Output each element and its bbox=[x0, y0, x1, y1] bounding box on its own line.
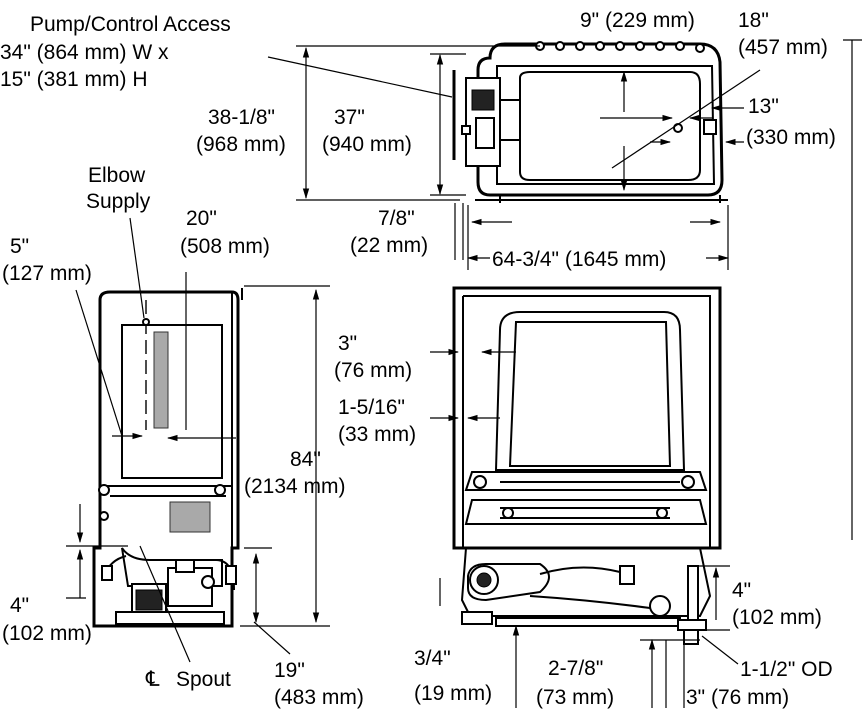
label-h-37-a: 37" bbox=[334, 106, 365, 129]
label-d-9: 9" (229 mm) bbox=[580, 9, 695, 32]
label-d-112: 1-1/2" OD bbox=[740, 658, 833, 681]
label-d-18-a: 18" bbox=[738, 9, 769, 32]
label-pump-access-2: 34" (864 mm) W x bbox=[0, 41, 169, 64]
front-elevation-view bbox=[430, 286, 739, 708]
pump-access-panel bbox=[169, 501, 211, 533]
drain-front bbox=[677, 565, 707, 645]
front-backrest bbox=[494, 311, 686, 471]
label-d-4r-a: 4" bbox=[732, 579, 751, 602]
label-d-20-a: 20" bbox=[186, 207, 217, 230]
tub-outline-top bbox=[476, 42, 724, 197]
label-d-4l-a: 4" bbox=[10, 594, 29, 617]
label-d-1516-b: (33 mm) bbox=[338, 423, 416, 446]
elbow-supply-zone bbox=[153, 331, 169, 429]
jets-top-row bbox=[535, 41, 705, 53]
label-d-20-b: (508 mm) bbox=[180, 235, 270, 258]
label-d-13-a: 13" bbox=[748, 95, 779, 118]
label-d-7-8-b: (22 mm) bbox=[350, 234, 428, 257]
label-d-3bot: 3" (76 mm) bbox=[686, 686, 789, 709]
label-d-13-b: (330 mm) bbox=[746, 126, 836, 149]
label-d-7-8-a: 7/8" bbox=[378, 207, 415, 230]
label-elbow-1: Elbow bbox=[88, 164, 146, 187]
pump-cluster-top bbox=[461, 77, 520, 167]
side-elevation-view bbox=[66, 217, 330, 663]
front-frame bbox=[452, 286, 722, 550]
label-pump-access-1: Pump/Control Access bbox=[30, 13, 231, 36]
label-d-84-a: 84" bbox=[290, 448, 321, 471]
top-plan-view bbox=[267, 39, 862, 540]
label-h-38-b: (968 mm) bbox=[196, 133, 286, 156]
label-d-19-b: (483 mm) bbox=[274, 686, 364, 709]
label-d-3-b: (76 mm) bbox=[334, 359, 412, 382]
label-d-278-a: 2-7/8" bbox=[548, 657, 603, 680]
label-d-19-a: 19" bbox=[274, 659, 305, 682]
tub-basin-top bbox=[519, 71, 701, 181]
label-d-64: 64-3/4" (1645 mm) bbox=[492, 248, 666, 271]
label-d-4r-b: (102 mm) bbox=[732, 606, 822, 629]
label-d-84-b: (2134 mm) bbox=[244, 475, 346, 498]
pump-assembly-front bbox=[461, 563, 681, 627]
label-d-3-a: 3" bbox=[338, 332, 357, 355]
label-d-1516-a: 1-5/16" bbox=[338, 396, 405, 419]
dimension-labels: Pump/Control Access 34" (864 mm) W x 15"… bbox=[0, 9, 836, 709]
pump-assembly-side bbox=[101, 547, 237, 625]
side-outline bbox=[92, 290, 240, 628]
label-pump-access-3: 15" (381 mm) H bbox=[0, 68, 148, 91]
label-d-18-b: (457 mm) bbox=[738, 36, 828, 59]
label-d-34-a: 3/4" bbox=[414, 647, 451, 670]
label-d-278-b: (73 mm) bbox=[536, 686, 614, 709]
label-d-5-a: 5" bbox=[10, 235, 29, 258]
label-elbow-2: Supply bbox=[86, 190, 151, 213]
label-d-4l-b: (102 mm) bbox=[2, 622, 92, 645]
label-spout-symbol: ℄ bbox=[145, 668, 160, 691]
label-d-34-b: (19 mm) bbox=[414, 682, 492, 705]
label-h-37-b: (940 mm) bbox=[322, 133, 412, 156]
label-spout: Spout bbox=[176, 668, 231, 691]
label-h-38-a: 38-1/8" bbox=[208, 106, 275, 129]
drain-top bbox=[673, 123, 683, 133]
label-d-5-b: (127 mm) bbox=[2, 262, 92, 285]
